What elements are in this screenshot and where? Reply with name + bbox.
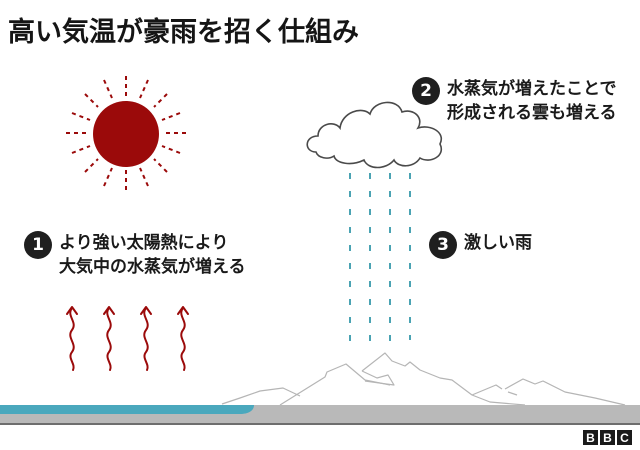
rain-icon	[349, 173, 411, 352]
logo-letter: B	[600, 430, 615, 445]
step-1-text: より強い太陽熱により 大気中の水蒸気が増える	[59, 233, 246, 277]
step-3-badge: 3	[429, 231, 457, 259]
logo-letter: C	[617, 430, 632, 445]
water	[0, 405, 254, 414]
mountain-icon	[221, 352, 626, 406]
bbc-logo: B B C	[583, 430, 632, 445]
heat-arrow-icon	[66, 306, 189, 371]
step-1-badge: 1	[24, 231, 52, 259]
ground-line	[0, 423, 640, 425]
step-1: 1 より強い太陽熱により 大気中の水蒸気が増える	[24, 231, 246, 279]
logo-letter: B	[583, 430, 598, 445]
step-2-text: 水蒸気が増えたことで 形成される雲も増える	[447, 79, 617, 123]
step-2-badge: 2	[412, 77, 440, 105]
step-2: 2 水蒸気が増えたことで 形成される雲も増える	[412, 77, 617, 125]
page-title: 高い気温が豪雨を招く仕組み	[8, 17, 359, 48]
step-3: 3 激しい雨	[429, 231, 532, 259]
step-3-text: 激しい雨	[464, 233, 532, 253]
sun-icon	[66, 76, 186, 190]
cloud-icon	[306, 101, 443, 169]
